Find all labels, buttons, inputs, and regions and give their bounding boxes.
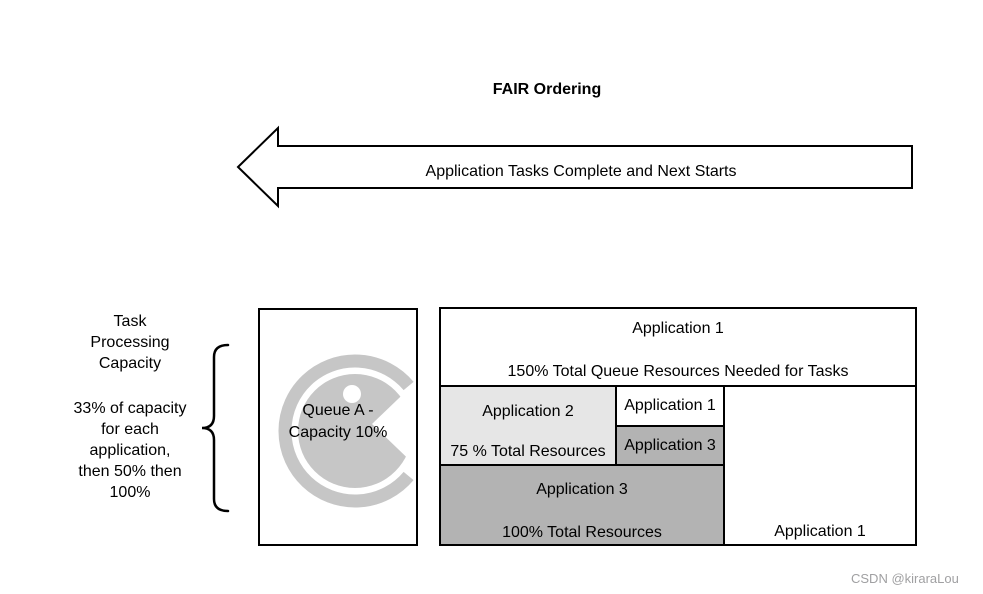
header-note-label: 150% Total Queue Resources Needed for Ta…: [507, 363, 849, 380]
application-1-waiting-cell: Application 1: [617, 387, 725, 427]
application-3-cell: Application 3 100% Total Resources: [441, 466, 725, 544]
application-1-running-label: Application 1: [774, 523, 866, 540]
capacity-note: Task Processing Capacity 33% of capacity…: [50, 311, 210, 503]
capacity-note-heading: Task Processing Capacity: [90, 313, 170, 372]
curly-brace-icon: [201, 343, 230, 513]
fair-queue-box: Application 1 150% Total Queue Resources…: [439, 307, 917, 546]
application-2-note: 75 % Total Resources: [450, 443, 606, 460]
application-3-waiting-label: Application 3: [624, 436, 716, 454]
watermark: CSDN @kiraraLou: [851, 571, 959, 586]
capacity-note-detail: 33% of capacity for each application, th…: [73, 400, 187, 501]
arrow-label: Application Tasks Complete and Next Star…: [425, 163, 737, 180]
pacman-queue-icon: [278, 354, 416, 508]
pacman-ring: [278, 354, 414, 508]
flow-arrow-left-icon: [236, 125, 913, 209]
pacman-eye: [343, 385, 361, 403]
queue-box: Queue A - Capacity 10%: [258, 308, 418, 546]
application-1-running-cell: Application 1: [725, 387, 915, 544]
header-cell: Application 1 150% Total Queue Resources…: [441, 309, 915, 387]
application-2-label: Application 2: [482, 403, 574, 420]
application-2-cell: Application 2 75 % Total Resources: [441, 387, 617, 466]
application-1-waiting-label: Application 1: [624, 397, 716, 414]
application-3-note: 100% Total Resources: [502, 524, 662, 541]
page-title: FAIR Ordering: [492, 81, 602, 98]
queue-label: Queue A - Capacity 10%: [288, 402, 388, 441]
pacman-mouth: [372, 381, 416, 467]
application-3-label: Application 3: [536, 481, 628, 498]
application-3-waiting-cell: Application 3: [617, 427, 725, 466]
header-app-label: Application 1: [632, 320, 724, 337]
pacman-body: [298, 374, 412, 488]
